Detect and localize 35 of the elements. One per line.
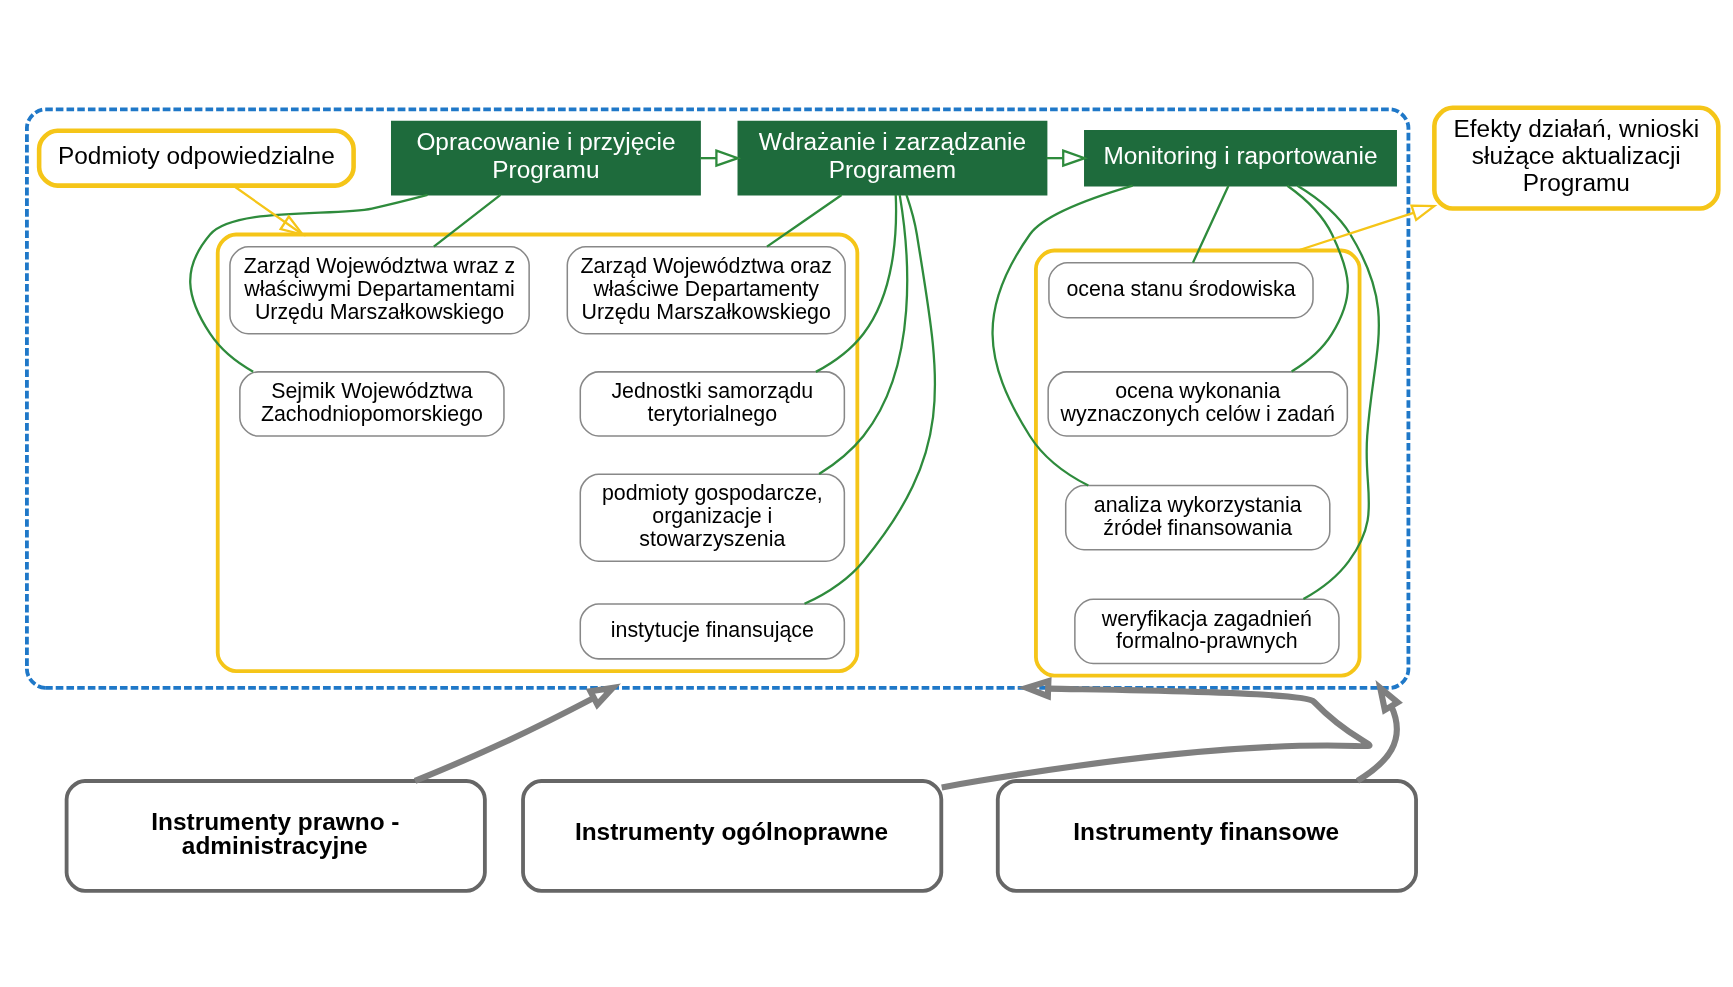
connector: [766, 193, 843, 248]
node-box: analiza wykorzystania źródeł finansowania: [1064, 484, 1331, 550]
connector: [1286, 184, 1349, 372]
connector: [433, 193, 502, 247]
node-box: podmioty gospodarcze, organizacje i stowarzyszenia: [579, 472, 846, 562]
node-box: Jednostki samorządu terytorialnego: [579, 370, 846, 437]
node-box: weryfikacja zagadnień formalno-prawnych: [1074, 598, 1340, 664]
node-box: ocena wykonania wyznaczonych celów i zadań: [1047, 370, 1349, 437]
connector: [818, 194, 909, 475]
connector: [1296, 184, 1380, 600]
node-box: Podmioty odpowiedzialne: [36, 127, 356, 188]
cluster: [25, 106, 1411, 690]
node-box: instytucje finansujące: [579, 602, 846, 660]
connector: [991, 184, 1133, 487]
arrow: [941, 676, 1370, 790]
node-box: Efekty działań, wnioski służące aktualizacji Programu: [1432, 105, 1721, 211]
connector: [189, 193, 428, 373]
cluster: [215, 232, 860, 673]
cluster: [1034, 248, 1362, 678]
node-box: Instrumenty finansowe: [995, 778, 1418, 893]
node-box: Zarząd Województwa oraz właściwe Departamenty Urzędu Marszałkowskiego: [566, 245, 846, 334]
node-box: Zarząd Województwa wraz z właściwymi Departamentami Urzędu Marszałkowskiego: [229, 245, 530, 334]
node-box: Opracowanie i przyjęcie Programu: [391, 120, 701, 196]
node-box: Monitoring i raportowanie: [1084, 129, 1397, 186]
connector: [804, 194, 937, 605]
arrow: [1297, 203, 1438, 252]
arrow: [1355, 679, 1403, 783]
node-box: Instrumenty ogólnoprawne: [521, 778, 944, 893]
node-box: Wdrażanie i zarządzanie Programem: [737, 120, 1048, 196]
arrow: [413, 683, 621, 784]
node-box: ocena stanu środowiska: [1048, 261, 1314, 318]
node-box: Sejmik Województwa Zachodniopomorskiego: [239, 370, 505, 437]
connector: [815, 194, 898, 373]
connector: [1191, 184, 1230, 263]
node-box: Instrumenty prawno - administracyjne: [64, 778, 487, 893]
